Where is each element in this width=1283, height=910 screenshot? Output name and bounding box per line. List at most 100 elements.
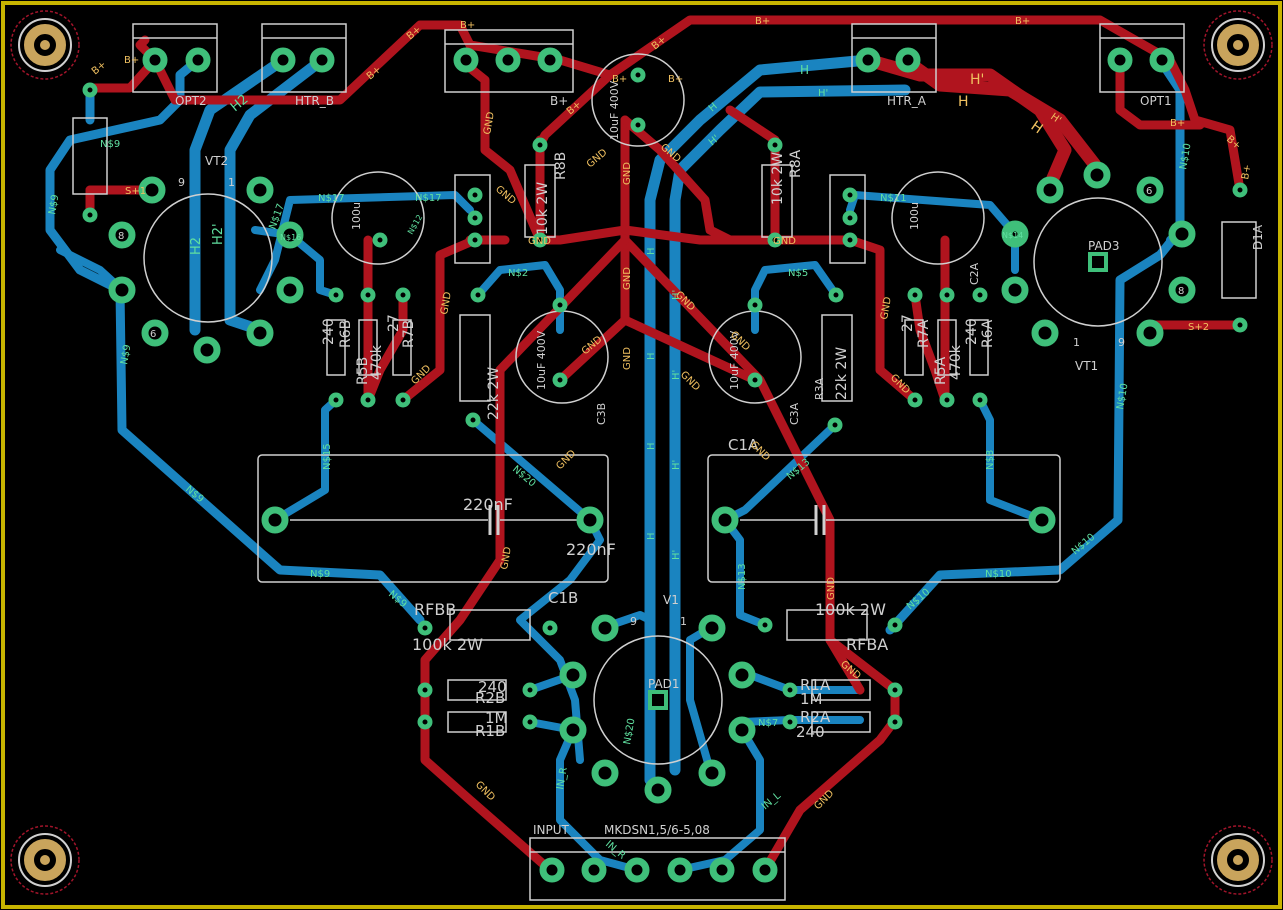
label-nets-n20: N$20 — [622, 717, 637, 745]
label-r5a: R5A — [933, 356, 949, 385]
label-r7a-val: 27 — [900, 314, 916, 332]
pads-layer — [82, 47, 1248, 883]
label-nets-n10: N$10 — [1178, 142, 1193, 170]
label-r8a-val: 10k 2W — [770, 152, 786, 205]
label-r1a: R1A — [800, 676, 831, 694]
mounting-hole-top-right — [1203, 10, 1273, 80]
label-nets-gnd: GND — [482, 111, 497, 136]
trace-h2-bus — [189, 54, 289, 336]
trace-bplus-top — [85, 55, 160, 93]
label-pad3: PAD3 — [1088, 239, 1120, 253]
label-r8a: R8A — [788, 149, 804, 178]
label-nets-bplus: B+ — [1240, 164, 1253, 181]
label-nets-gnd: GND — [879, 296, 894, 321]
label-nets-bplus: B+ — [1015, 16, 1030, 27]
label-r2a: R2A — [800, 708, 831, 726]
label-r7b-val: 27 — [386, 314, 402, 332]
label-nets-n14: N$14 — [1002, 231, 1023, 240]
trace-in-l — [676, 726, 764, 874]
label-r7a: R7A — [916, 319, 932, 348]
trace-n8 — [976, 396, 1046, 524]
label-v1: V1 — [663, 593, 679, 607]
label-r8b-val: 10k 2W — [535, 182, 551, 235]
label-nets-gnd: GND — [622, 162, 633, 185]
label-nets-n9: N$9 — [100, 139, 120, 150]
trace-in-r — [556, 726, 641, 874]
label-htr-a: HTR_A — [887, 94, 927, 108]
label-nets-h2-prime: H2' — [211, 223, 226, 245]
label-opt2: OPT2 — [175, 94, 207, 108]
label-r5b: R5B — [355, 357, 371, 385]
label-r2a-val: 240 — [796, 723, 825, 741]
label-components-pin-9: 9 — [1118, 336, 1125, 349]
label-nets-h2: H2 — [189, 237, 204, 255]
label-components-pin-1: 1 — [680, 615, 687, 628]
label-nets-n9: N$9 — [47, 194, 61, 216]
label-r1b-val: 1M — [485, 709, 508, 727]
label-cap-220-b: 220nF — [463, 495, 513, 514]
label-c1a: C1A — [728, 436, 759, 454]
label-nets-h-prime: H' — [671, 550, 682, 560]
label-nets-n10: N$10 — [985, 569, 1012, 580]
label-r1b: R1B — [475, 722, 505, 740]
label-c2a-val: 100u — [908, 202, 921, 230]
label-nets-n17: N$17 — [415, 193, 442, 204]
label-c2b-val: 100u — [350, 202, 363, 230]
label-r3a: R3A — [813, 377, 826, 400]
label-nets-n5: N$5 — [788, 268, 808, 279]
label-nets-splus1: S+1 — [125, 186, 146, 197]
label-nets-h: H — [646, 532, 657, 540]
trace-h-bus — [644, 54, 874, 786]
label-r6a: R6A — [980, 319, 996, 348]
label-nets-bplus: B+ — [460, 20, 475, 31]
label-rfba-val: 100k 2W — [815, 600, 886, 619]
label-components-pin-9: 9 — [630, 615, 637, 628]
label-nets-h-prime: H' — [671, 370, 682, 380]
label-c3b: C3B — [595, 403, 608, 425]
label-nets-bplus: B+ — [612, 74, 627, 85]
label-nets-h: H — [646, 247, 657, 255]
mounting-holes — [10, 10, 1273, 895]
label-nets-gnd: GND — [622, 347, 633, 370]
label-r2b-val: 240 — [478, 678, 507, 696]
label-components-pin-1: 1 — [228, 176, 235, 189]
trace-n10-right — [885, 55, 1185, 635]
label-cap-220-a: 220nF — [566, 540, 616, 559]
label-nets-n8: N$8 — [985, 450, 996, 470]
label-nets-bplus: B+ — [668, 74, 683, 85]
label-input-part: MKDSN1,5/6-5,08 — [604, 823, 710, 837]
mounting-hole-bottom-right — [1203, 825, 1273, 895]
label-opt1: OPT1 — [1140, 94, 1172, 108]
label-nets-h-prime: H' — [970, 72, 984, 88]
label-nets-bplus: B+ — [1170, 118, 1185, 129]
label-r1a-val: 1M — [800, 690, 823, 708]
label-nets-splus2: S+2 — [1188, 322, 1209, 333]
label-nets-gnd: GND — [499, 546, 514, 571]
label-r6a-val: 240 — [964, 318, 980, 345]
label-nets-n11: N$11 — [880, 193, 907, 204]
label-cap-top: 10uF 400V — [608, 80, 621, 140]
label-r7b: R7B — [401, 320, 417, 348]
label-input: INPUT — [533, 823, 570, 837]
label-c3a: C3A — [788, 402, 801, 425]
label-components-pin-6: 6 — [150, 329, 156, 340]
label-bplus-connector: B+ — [550, 94, 568, 108]
label-c2a: C2A — [968, 262, 981, 285]
label-c3b-val: 10uF 400V — [535, 330, 548, 390]
label-nets-gnd: GND — [773, 236, 796, 247]
label-nets-n9: N$9 — [310, 569, 330, 580]
label-rfbb: RFBB — [414, 600, 456, 619]
label-nets-n9: N$9 — [119, 344, 133, 366]
label-nets-in-r: IN_R — [555, 767, 570, 791]
label-vt1: VT1 — [1075, 359, 1098, 373]
label-r2b: R2B — [475, 689, 505, 707]
label-components-pin-9: 9 — [178, 176, 185, 189]
label-nets-n10: N$10 — [1115, 382, 1130, 410]
label-nets-bplus: B+ — [124, 55, 139, 66]
label-htr-b: HTR_B — [295, 94, 334, 108]
label-r8b: R8B — [553, 152, 569, 180]
label-nets-bplus: B+ — [755, 16, 770, 27]
label-nets-n15: N$15 — [322, 443, 333, 470]
